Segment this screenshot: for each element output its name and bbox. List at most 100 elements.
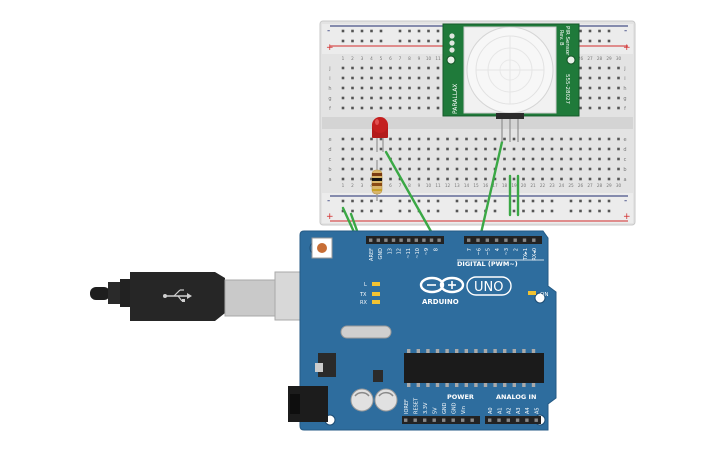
pir-sensor[interactable]: PARALLAX PIR Sensor Rev. B 555-28027 bbox=[442, 23, 580, 142]
pin-label: ~9 bbox=[424, 248, 430, 255]
breadboard-hole bbox=[427, 147, 430, 151]
rail-hole bbox=[370, 199, 373, 203]
breadboard-hole bbox=[370, 147, 373, 151]
breadboard-hole bbox=[607, 167, 611, 171]
uno-badge bbox=[466, 276, 512, 296]
breadboard-hole bbox=[351, 76, 354, 80]
breadboard-hole bbox=[474, 137, 478, 141]
pin-label: RX◂0 bbox=[532, 248, 538, 261]
header-pin bbox=[399, 238, 403, 242]
breadboard-hole bbox=[389, 66, 392, 70]
rail-hole bbox=[522, 199, 525, 203]
breadboard-hole bbox=[341, 157, 345, 161]
breadboard-hole bbox=[389, 106, 392, 110]
rail-minus-right-bottom: - bbox=[624, 196, 627, 206]
chip-leg bbox=[426, 349, 430, 353]
breadboard-hole bbox=[617, 106, 620, 110]
pin-label: ~3 bbox=[504, 248, 510, 255]
breadboard-hole bbox=[607, 147, 611, 151]
pin-label: A0 bbox=[488, 407, 494, 414]
breadboard-hole bbox=[370, 177, 373, 181]
chip-leg bbox=[416, 383, 420, 387]
column-label: 25 bbox=[568, 183, 574, 188]
header-pin bbox=[522, 238, 527, 242]
breadboard-hole bbox=[588, 86, 592, 90]
rail-hole bbox=[427, 39, 430, 43]
column-label: 12 bbox=[445, 183, 451, 188]
breadboard-hole bbox=[351, 96, 354, 100]
pin-label: 13 bbox=[387, 248, 393, 254]
column-label: 9 bbox=[418, 183, 421, 188]
breadboard-hole bbox=[370, 76, 373, 80]
breadboard-hole bbox=[607, 177, 611, 181]
breadboard-hole bbox=[607, 137, 611, 141]
breadboard-hole bbox=[617, 167, 620, 171]
header-pins bbox=[369, 238, 538, 422]
mount-hole-1 bbox=[534, 292, 546, 304]
led-label-l: L bbox=[364, 282, 367, 288]
breadboard-hole bbox=[370, 157, 373, 161]
pir-jumper-3 bbox=[449, 47, 455, 53]
rail-hole bbox=[607, 29, 611, 33]
pin-label: 5V bbox=[433, 407, 439, 414]
header-pin bbox=[422, 238, 426, 242]
arduino-uno[interactable]: L TX RX ON ARDUINO UNO DIGITAL (PWM~) AN… bbox=[288, 230, 557, 431]
rail-hole bbox=[569, 209, 573, 213]
pir-part-number: 555-28027 bbox=[564, 74, 570, 104]
header-pin bbox=[414, 238, 418, 242]
jumper-wire[interactable] bbox=[384, 150, 439, 244]
header-pin bbox=[485, 238, 489, 242]
column-label: 3 bbox=[361, 183, 364, 188]
breadboard-hole bbox=[588, 137, 592, 141]
breadboard-hole bbox=[417, 147, 421, 151]
pin-label: GND bbox=[452, 402, 458, 414]
resistor[interactable] bbox=[371, 160, 383, 201]
breadboard-hole bbox=[379, 76, 383, 80]
usb-cable[interactable] bbox=[90, 271, 324, 321]
breadboard-hole bbox=[455, 177, 459, 181]
breadboard-hole bbox=[389, 76, 392, 80]
rail-hole bbox=[408, 209, 411, 213]
header-pin bbox=[404, 418, 408, 422]
header-pin bbox=[504, 238, 508, 242]
breadboard-hole bbox=[379, 106, 383, 110]
breadboard-hole bbox=[446, 147, 449, 151]
rail-hole bbox=[379, 39, 383, 43]
breadboard-hole bbox=[617, 137, 620, 141]
column-label: 16 bbox=[483, 183, 489, 188]
breadboard-hole bbox=[531, 147, 535, 151]
breadboard-hole bbox=[484, 177, 487, 181]
header-pin bbox=[391, 238, 396, 242]
chip-leg bbox=[531, 383, 536, 387]
breadboard-hole bbox=[493, 147, 497, 151]
breadboard-hole bbox=[408, 76, 411, 80]
jumper-wire[interactable] bbox=[477, 140, 504, 244]
digital-header-2 bbox=[464, 236, 542, 244]
breadboard-hole bbox=[408, 137, 411, 141]
column-label: 7 bbox=[399, 183, 402, 188]
breadboard-hole bbox=[379, 137, 383, 141]
pin-label: TX▸1 bbox=[523, 248, 529, 261]
column-label: 5 bbox=[380, 56, 383, 61]
power-header bbox=[402, 416, 480, 424]
breadboard-hole bbox=[579, 167, 582, 171]
column-label: 20 bbox=[521, 183, 527, 188]
breadboard-hole bbox=[379, 66, 383, 70]
header-pin bbox=[461, 418, 465, 422]
pin-label: A1 bbox=[497, 407, 503, 414]
breadboard-hole bbox=[522, 167, 525, 171]
column-label: 17 bbox=[492, 183, 498, 188]
header-pin bbox=[515, 418, 520, 422]
header-pin bbox=[506, 418, 510, 422]
breadboard-hole bbox=[446, 137, 449, 141]
breadboard-hole bbox=[569, 157, 573, 161]
column-label: 6 bbox=[389, 56, 392, 61]
breadboard-hole bbox=[588, 157, 592, 161]
breadboard-hole bbox=[370, 96, 373, 100]
rail-hole bbox=[579, 209, 582, 213]
red-led[interactable] bbox=[372, 117, 388, 152]
chip-leg bbox=[503, 349, 507, 353]
breadboard-hole bbox=[598, 96, 601, 100]
row-label: f bbox=[329, 106, 331, 112]
breadboard-hole bbox=[398, 147, 402, 151]
